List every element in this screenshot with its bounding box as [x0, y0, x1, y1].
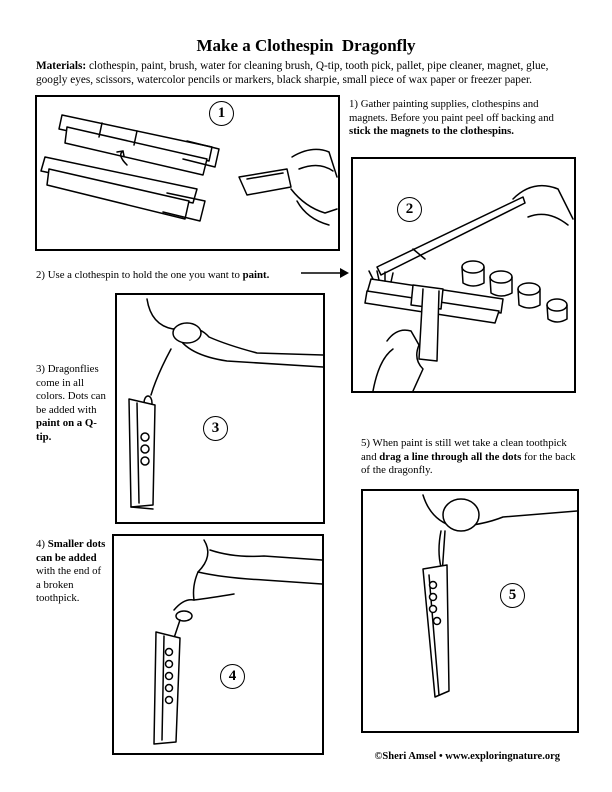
materials-list: Materials: clothespin, paint, brush, wat… [36, 59, 581, 87]
step-3-lead: 3) Dragonflies come in all colors. Dots … [36, 363, 106, 416]
qtip-dots-illustration [128, 298, 323, 510]
step-2-lead: 2) Use a clothespin to hold the one you … [36, 269, 243, 281]
step-1-lead: 1) Gather painting supplies, clothespins… [349, 98, 554, 124]
step-number-2: 2 [397, 197, 422, 222]
clothespins-magnets-illustration [40, 114, 338, 226]
illustration-panel-2: 2 [351, 157, 576, 393]
illustration-panel-4: 4 [112, 534, 324, 755]
step-2-text: 2) Use a clothespin to hold the one you … [36, 269, 306, 283]
step-4-text: 4) Smaller dots can be added with the en… [36, 538, 108, 606]
step-1-text: 1) Gather painting supplies, clothespins… [349, 98, 574, 139]
step-5-tail: for the back of the dragonfly. [361, 450, 576, 477]
toothpick-dots-illustration [153, 539, 322, 745]
step-4-tail: with the end of a broken toothpick. [36, 565, 102, 605]
painting-clothespin-illustration [364, 184, 574, 391]
page-title: Make a Clothespin Dragonfly [196, 36, 416, 55]
materials-label: Materials: [36, 60, 87, 72]
illustration-panel-1: 1 [35, 95, 340, 251]
step-3-bold: paint on a Q-tip. [36, 417, 97, 443]
step-1-bold: stick the magnets to the clothespins. [349, 125, 514, 138]
step-5-bold: drag a line through all the dots [379, 450, 522, 463]
step-number-4: 4 [220, 664, 245, 689]
step-number-1: 1 [209, 101, 234, 126]
step-5-text: 5) When paint is still wet take a clean … [361, 437, 579, 478]
step-5-lead: 5) When paint is still wet take a clean … [361, 437, 567, 463]
step-number-3: 3 [203, 416, 228, 441]
illustration-panel-5: 5 [361, 489, 579, 733]
drag-line-illustration [422, 494, 577, 698]
materials-text: clothespin, paint, brush, water for clea… [36, 60, 549, 86]
step-4-bold: Smaller dots can be added [36, 538, 106, 564]
step-3-text: 3) Dragonflies come in all colors. Dots … [36, 363, 110, 445]
step-2-bold: paint. [242, 269, 270, 281]
copyright-footer: ©Sheri Amsel • www.exploringnature.org [374, 751, 560, 762]
step-4-lead: 4) [36, 538, 48, 550]
step-number-5: 5 [500, 583, 525, 608]
arrow-right-icon [301, 268, 349, 278]
illustration-panel-3: 3 [115, 293, 325, 524]
